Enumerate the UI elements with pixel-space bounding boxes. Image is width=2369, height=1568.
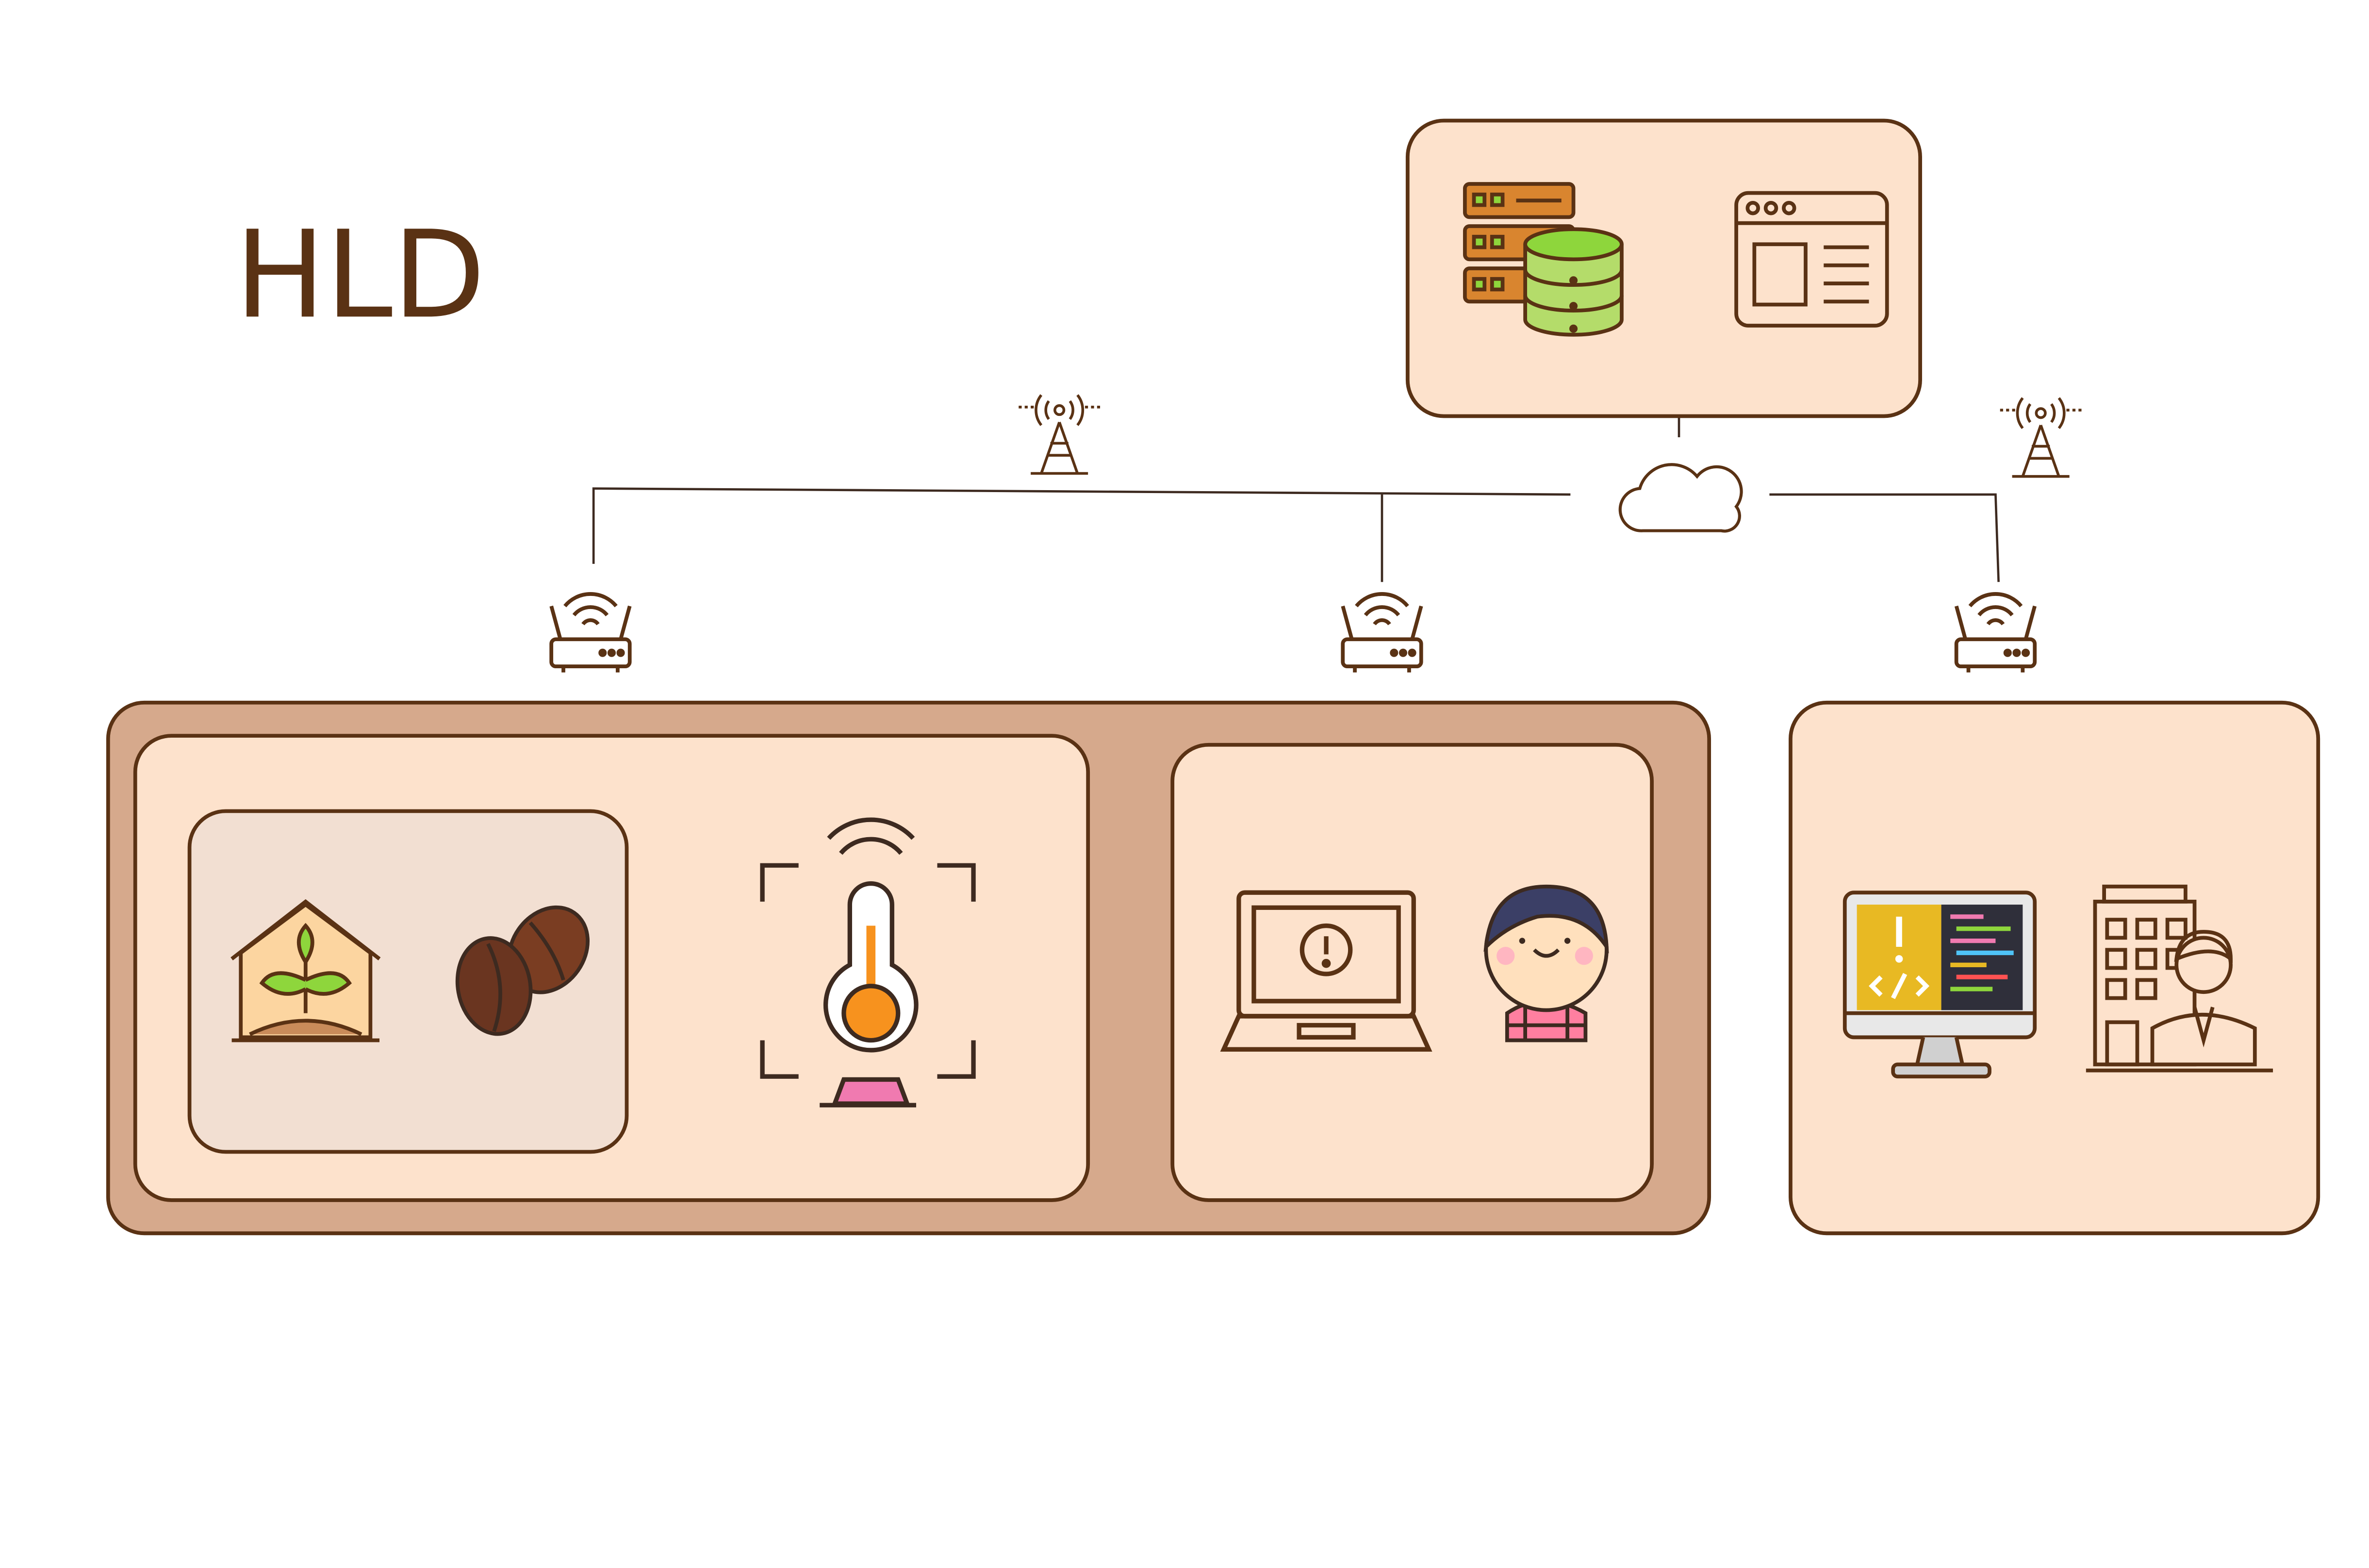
cloud-server-box	[1405, 118, 1922, 418]
office-building-manager-icon	[2086, 884, 2273, 1073]
developer-monitor-icon	[1843, 891, 2037, 1079]
thermometer-sensor-icon	[760, 817, 976, 1107]
wifi-router-icon	[1341, 592, 1423, 673]
company-site-box	[1789, 700, 2320, 1236]
farmer-avatar-icon	[1483, 884, 1609, 1042]
greenhouse-box	[187, 809, 629, 1154]
link-backbone-left	[592, 487, 1571, 564]
farmer-site-box	[1170, 743, 1654, 1202]
laptop-alert-icon	[1220, 890, 1432, 1052]
network-links	[592, 416, 2000, 582]
cloud-icon	[1618, 463, 1743, 533]
greenhouse-plant-icon	[230, 899, 381, 1042]
coffee-beans-icon	[455, 905, 590, 1036]
farm-site-box	[133, 734, 1090, 1202]
database-icon	[1523, 227, 1624, 337]
diagram-title: HLD	[235, 204, 486, 345]
wifi-router-icon	[1954, 592, 2037, 673]
link-backbone-right	[1769, 493, 2000, 582]
wifi-router-icon	[549, 592, 632, 673]
web-app-icon	[1734, 191, 1889, 328]
cell-tower-icon	[1019, 394, 1101, 475]
cell-tower-icon	[2000, 397, 2082, 478]
